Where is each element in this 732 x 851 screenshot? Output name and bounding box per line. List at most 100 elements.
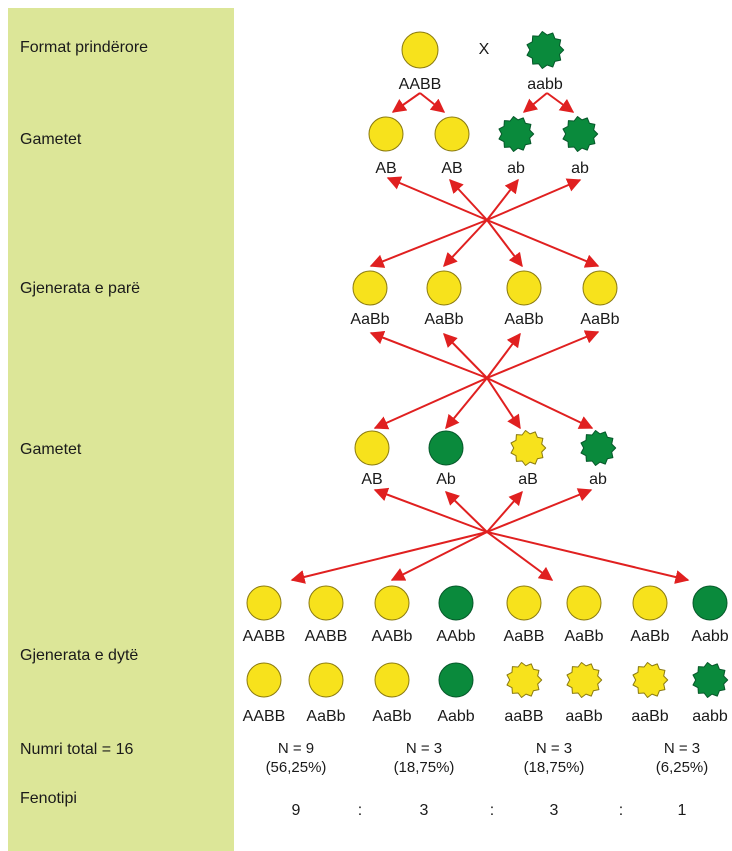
parent-pea: AABB bbox=[399, 31, 442, 93]
yellow-round-pea-icon bbox=[566, 585, 602, 621]
phenotype-group: N = 3 (18,75%) 3 bbox=[524, 740, 585, 819]
green-wrinkled-pea-icon bbox=[526, 31, 565, 69]
cross-arrow bbox=[486, 332, 521, 379]
cross-arrow bbox=[443, 332, 488, 379]
label-second-generation: Gjenerata e dytë bbox=[20, 647, 139, 664]
group-percent: (18,75%) bbox=[524, 759, 585, 776]
phenotype-group: N = 3(6,25%)1 bbox=[656, 740, 709, 819]
genotype-label: AABb bbox=[372, 628, 413, 645]
genotype-label: AAbb bbox=[436, 628, 475, 645]
f2-pea: AaBB bbox=[504, 585, 545, 645]
gamete-1-pea: ab bbox=[498, 116, 535, 177]
label-phenotype: Fenotipi bbox=[20, 790, 77, 807]
genotype-label: AaBb bbox=[350, 311, 389, 328]
genotype-label: aabb bbox=[692, 708, 728, 725]
cross-arrow bbox=[486, 178, 519, 221]
cross-arrow bbox=[486, 531, 690, 584]
cross-symbol: X bbox=[479, 41, 490, 58]
yellow-wrinkled-pea-icon bbox=[506, 662, 543, 698]
f2-pea: AABB bbox=[243, 662, 285, 725]
f1-pea: AaBb bbox=[504, 270, 544, 328]
yellow-round-pea-icon bbox=[582, 270, 618, 306]
genotype-label: aaBb bbox=[631, 708, 668, 725]
green-wrinkled-pea-icon bbox=[562, 116, 599, 152]
yellow-round-pea-icon bbox=[368, 116, 404, 152]
green-wrinkled-pea-icon bbox=[692, 662, 729, 698]
cross-arrow bbox=[290, 531, 488, 584]
gamete-2-pea: AB bbox=[354, 430, 390, 488]
genotype-label: AaBb bbox=[424, 311, 463, 328]
yellow-wrinkled-pea-icon bbox=[566, 662, 603, 698]
group-percent: (56,25%) bbox=[266, 759, 327, 776]
yellow-round-pea-icon bbox=[246, 662, 282, 698]
ratio-separator: : bbox=[358, 802, 362, 819]
cross-arrow bbox=[546, 92, 575, 113]
genotype-label: aaBB bbox=[504, 708, 543, 725]
yellow-round-pea-icon bbox=[374, 662, 410, 698]
group-stats: N = 9(56,25%)9 N = 3 (18,75%) 3 N = 3 (18,75%… bbox=[266, 740, 709, 819]
genotype-label: AaBb bbox=[504, 311, 543, 328]
cross-arrow bbox=[369, 219, 488, 268]
genotype-label: AaBB bbox=[504, 628, 545, 645]
cross-arrow bbox=[445, 377, 488, 430]
cross-arrow bbox=[369, 331, 488, 379]
yellow-wrinkled-pea-icon bbox=[510, 430, 547, 466]
cross-arrows bbox=[290, 92, 690, 584]
ratio-separator: : bbox=[490, 802, 494, 819]
green-wrinkled-pea-icon bbox=[498, 116, 535, 152]
group-percent: (18,75%) bbox=[394, 759, 455, 776]
f2-pea: aaBb bbox=[565, 662, 603, 725]
f2-pea: aaBB bbox=[504, 662, 544, 725]
ratio-value: 3 bbox=[550, 802, 559, 819]
label-gametes-1: Gametet bbox=[20, 131, 82, 148]
f1-pea: AaBb bbox=[580, 270, 620, 328]
genotype-label: Aabb bbox=[437, 708, 474, 725]
gamete-1-pea: AB bbox=[434, 116, 470, 177]
f2-pea: AaBb bbox=[306, 662, 346, 725]
genotype-label: AaBb bbox=[630, 628, 669, 645]
genotype-label: AABB bbox=[243, 628, 286, 645]
cross-arrow bbox=[386, 176, 488, 221]
yellow-round-pea-icon bbox=[426, 270, 462, 306]
label-parental-forms: Format prindërore bbox=[20, 39, 149, 56]
cross-arrow bbox=[443, 219, 488, 268]
yellow-round-pea-icon bbox=[246, 585, 282, 621]
genotype-label: Ab bbox=[436, 471, 456, 488]
cross-arrow bbox=[486, 531, 554, 581]
yellow-round-pea-icon bbox=[434, 116, 470, 152]
yellow-round-pea-icon bbox=[308, 662, 344, 698]
cross-arrow bbox=[419, 92, 446, 113]
yellow-round-pea-icon bbox=[632, 585, 668, 621]
ratio-separator: : bbox=[619, 802, 623, 819]
gamete-2-pea: Ab bbox=[428, 430, 464, 488]
gamete-2-pea: aB bbox=[510, 430, 547, 488]
f2-pea: AAbb bbox=[436, 585, 476, 645]
cross-arrow bbox=[486, 490, 523, 533]
parent-pea: aabb bbox=[526, 31, 565, 93]
f1-pea: AaBb bbox=[350, 270, 390, 328]
genotype-label: AaBb bbox=[564, 628, 603, 645]
genotype-label: Aabb bbox=[691, 628, 728, 645]
phenotype-group: N = 9(56,25%)9 bbox=[266, 740, 327, 819]
genotype-label: AB bbox=[361, 471, 382, 488]
genotype-label: AABB bbox=[399, 76, 442, 93]
gamete-2-pea: ab bbox=[580, 430, 617, 488]
cross-arrow bbox=[373, 487, 488, 533]
genotype-label: ab bbox=[507, 160, 525, 177]
yellow-wrinkled-pea-icon bbox=[632, 662, 669, 698]
label-total-count: Numri total = 16 bbox=[20, 741, 134, 758]
f2-pea: aaBb bbox=[631, 662, 669, 725]
cross-arrow bbox=[486, 377, 594, 429]
f2-pea: AaBb bbox=[630, 585, 670, 645]
group-count: N = 3 bbox=[406, 740, 442, 757]
f1-pea: AaBb bbox=[424, 270, 464, 328]
ratio-value: 3 bbox=[420, 802, 429, 819]
genotype-label: AaBb bbox=[306, 708, 345, 725]
cross-arrow bbox=[486, 377, 521, 430]
gamete-1-pea: ab bbox=[562, 116, 599, 177]
label-gametes-2: Gametet bbox=[20, 441, 82, 458]
group-count: N = 3 bbox=[536, 740, 572, 757]
cross-arrow bbox=[390, 531, 488, 581]
genotype-label: AaBb bbox=[580, 311, 619, 328]
